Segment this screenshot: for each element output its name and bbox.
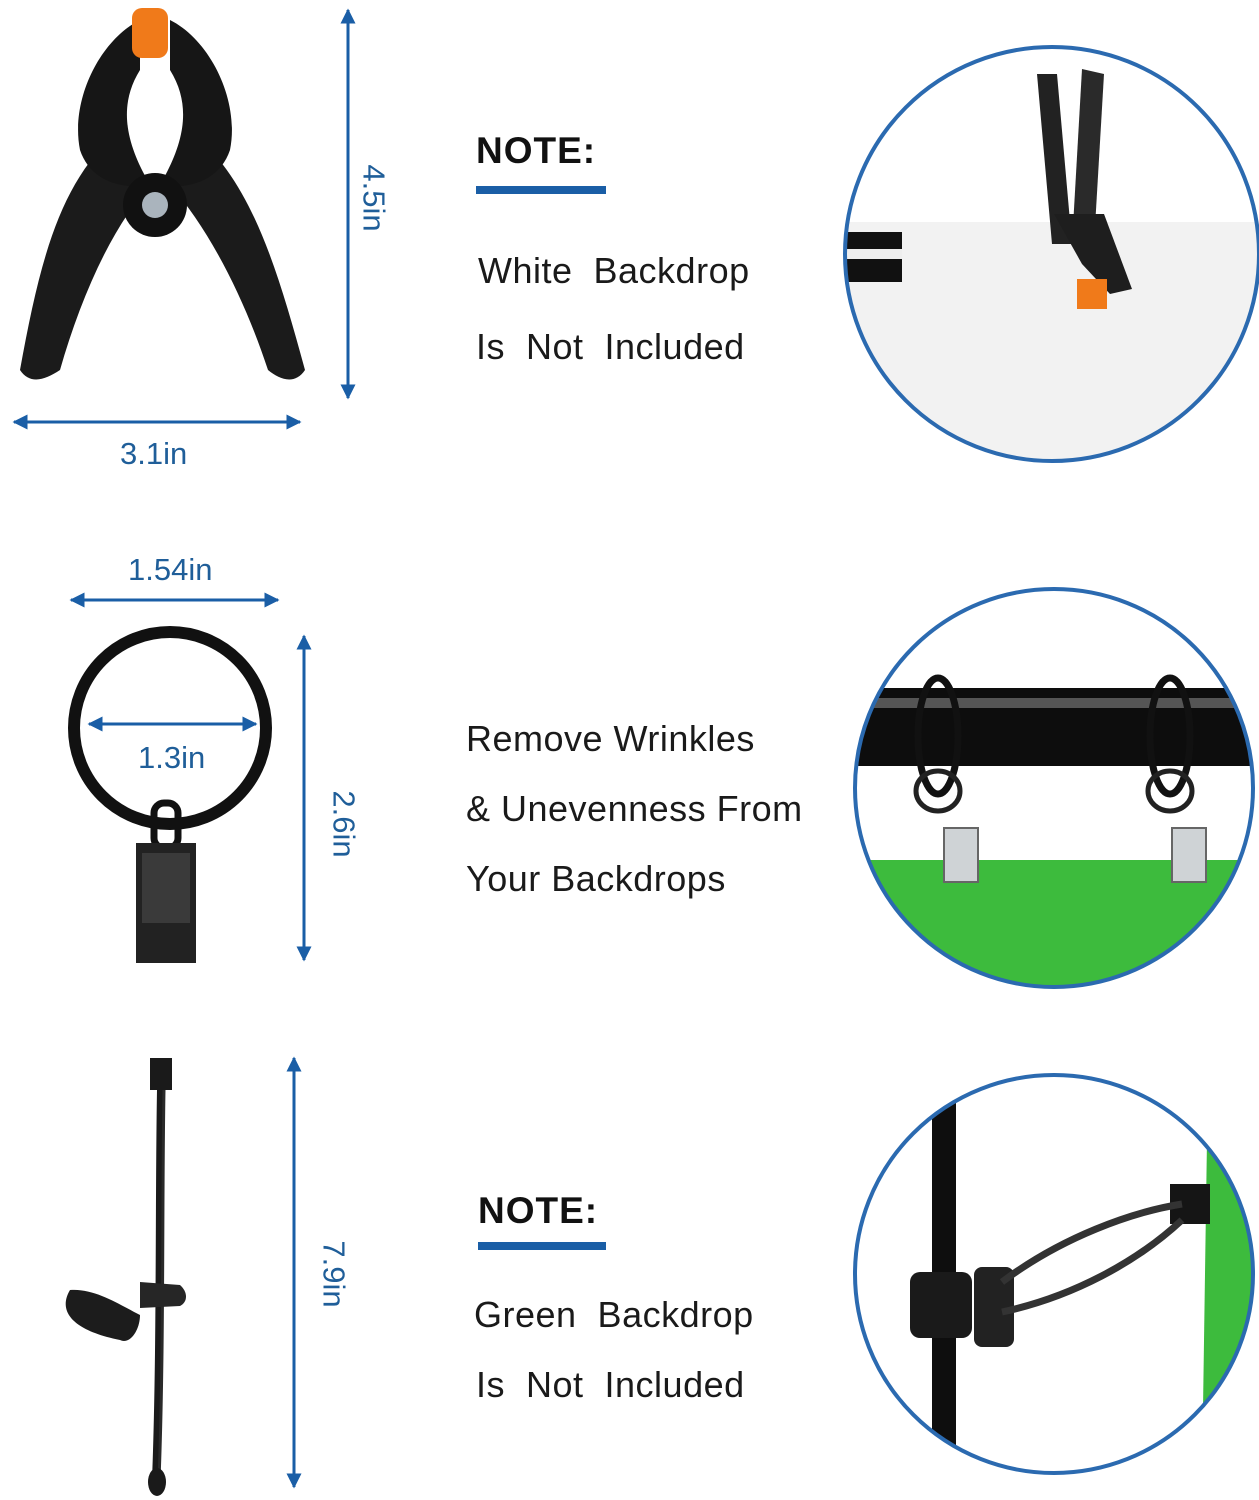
feature-line-3: Your Backdrops bbox=[466, 858, 726, 899]
clamp-height-label: 4.5in bbox=[356, 164, 392, 232]
note-underline-1 bbox=[476, 186, 606, 194]
bungee-length-arrow bbox=[286, 1056, 302, 1489]
rings-on-rod-photo bbox=[853, 587, 1255, 989]
bungee-clamp-image bbox=[65, 1058, 186, 1496]
note-2-line-1: Green Backdrop bbox=[474, 1294, 754, 1335]
ring-height-label: 2.6in bbox=[326, 790, 362, 858]
clamp-width-label: 3.1in bbox=[120, 436, 188, 471]
bungee-length-label: 7.9in bbox=[316, 1240, 352, 1308]
feature-line-1: Remove Wrinkles bbox=[466, 718, 755, 759]
note-2-line-2: Is Not Included bbox=[476, 1364, 745, 1405]
ring-outer-diameter-label: 1.54in bbox=[128, 552, 213, 587]
note-1-line-2: Is Not Included bbox=[476, 326, 745, 367]
ring-inner-diameter-label: 1.3in bbox=[138, 740, 206, 775]
note-title-2: NOTE: bbox=[478, 1190, 599, 1231]
outer-diameter-arrow bbox=[69, 592, 280, 608]
width-arrow bbox=[12, 414, 302, 430]
ring-height-arrow bbox=[296, 634, 312, 962]
inner-diameter-arrow bbox=[87, 716, 258, 732]
note-title-1: NOTE: bbox=[476, 130, 597, 171]
note-underline-2 bbox=[478, 1242, 606, 1250]
height-arrow bbox=[340, 8, 356, 400]
feature-line-2: & Unevenness From bbox=[466, 788, 803, 829]
bungee-on-stand-photo bbox=[853, 1073, 1255, 1475]
note-1-line-1: White Backdrop bbox=[478, 250, 750, 291]
clamp-on-backdrop-photo bbox=[843, 45, 1259, 463]
curtain-ring-clip-image bbox=[68, 626, 272, 963]
spring-clamp-image bbox=[20, 8, 305, 380]
